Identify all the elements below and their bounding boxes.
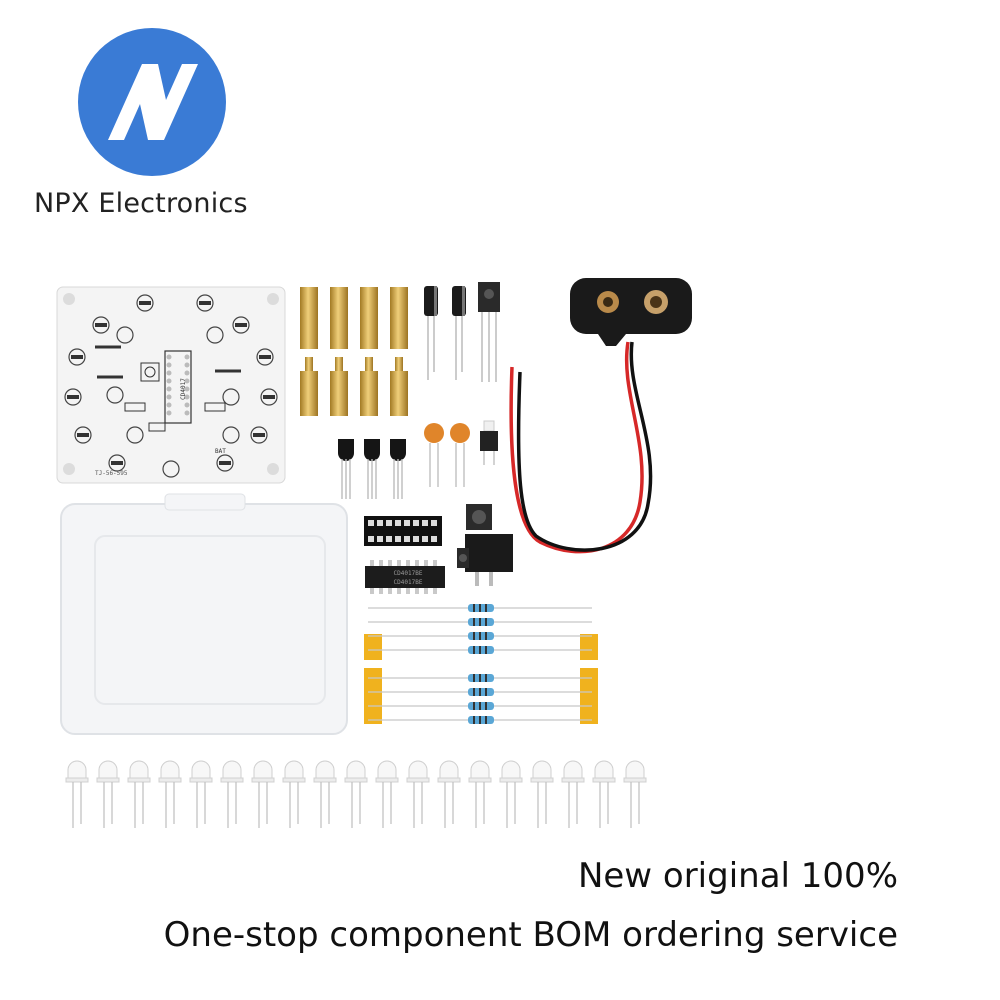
brand-name: NPX Electronics <box>34 188 248 219</box>
pcb-bat-label: BAT <box>215 448 226 455</box>
brass-standoffs <box>300 287 408 416</box>
led <box>468 760 492 828</box>
led <box>313 760 337 828</box>
transistors <box>338 439 406 499</box>
pcb-board: CD4017 BAT TJ-56-595 <box>56 286 286 484</box>
battery-snap <box>509 278 692 554</box>
led <box>96 760 120 828</box>
ceramic-capacitors <box>424 420 498 487</box>
led <box>65 760 89 828</box>
logo-n-mark <box>108 64 198 140</box>
led <box>220 760 244 828</box>
led <box>623 760 647 828</box>
tagline-quality: New original 100% <box>577 856 898 896</box>
dc-jack <box>457 534 513 586</box>
led <box>189 760 213 828</box>
led <box>375 760 399 828</box>
led-row <box>65 760 647 828</box>
resistor-strip <box>364 604 598 724</box>
led <box>127 760 151 828</box>
led <box>251 760 275 828</box>
led <box>530 760 554 828</box>
led <box>592 760 616 828</box>
ic-marking-2: CD4017BE <box>394 579 423 586</box>
led <box>499 760 523 828</box>
capacitors-and-ir <box>424 282 500 382</box>
tact-switch <box>466 504 492 530</box>
ic-chip: CD4017BE CD4017BE <box>365 560 445 594</box>
plastic-case <box>60 493 348 735</box>
tagline-service: One-stop component BOM ordering service <box>163 915 898 955</box>
led <box>561 760 585 828</box>
led <box>158 760 182 828</box>
led <box>344 760 368 828</box>
pcb-chip-label: CD4017 <box>180 378 187 400</box>
ic-socket <box>364 516 442 546</box>
led <box>282 760 306 828</box>
pcb-footer-label: TJ-56-595 <box>95 470 128 477</box>
led <box>406 760 430 828</box>
led <box>437 760 461 828</box>
brand-logo <box>78 28 226 176</box>
ic-marking-1: CD4017BE <box>394 570 423 577</box>
